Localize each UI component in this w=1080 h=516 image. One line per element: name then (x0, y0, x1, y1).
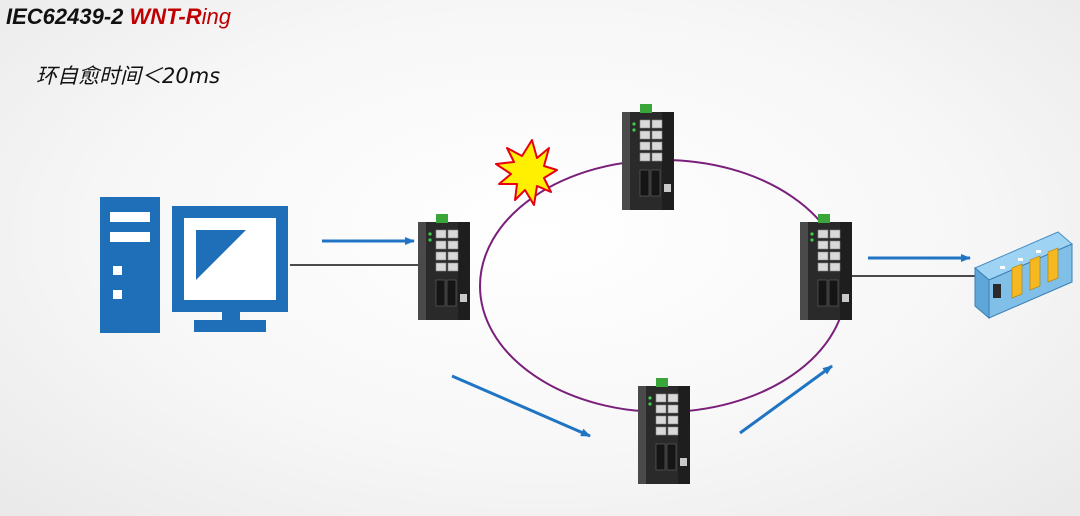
computer-icon (100, 197, 288, 333)
standard-label: IEC62439-2 (6, 4, 124, 29)
page-title: IEC62439-2 WNT-Ring (6, 4, 231, 30)
industrial-switch-icon-left (417, 213, 471, 321)
recovery-time-subtitle: 环自愈时间＜20ms (36, 64, 221, 88)
plc-icon (974, 231, 1073, 320)
brand-prefix: WNT-R (129, 4, 202, 29)
industrial-switch-icon-right (799, 213, 853, 321)
brand-label: WNT-Ring (130, 4, 231, 29)
industrial-switch-icon-bottom (637, 377, 691, 485)
flow-arrow-left-to-bottom (451, 374, 591, 438)
brand-suffix: ing (201, 4, 231, 29)
fault-burst-icon (495, 139, 558, 206)
flow-arrow-bottom-to-right (739, 364, 833, 435)
industrial-switch-icon-top (621, 103, 675, 211)
